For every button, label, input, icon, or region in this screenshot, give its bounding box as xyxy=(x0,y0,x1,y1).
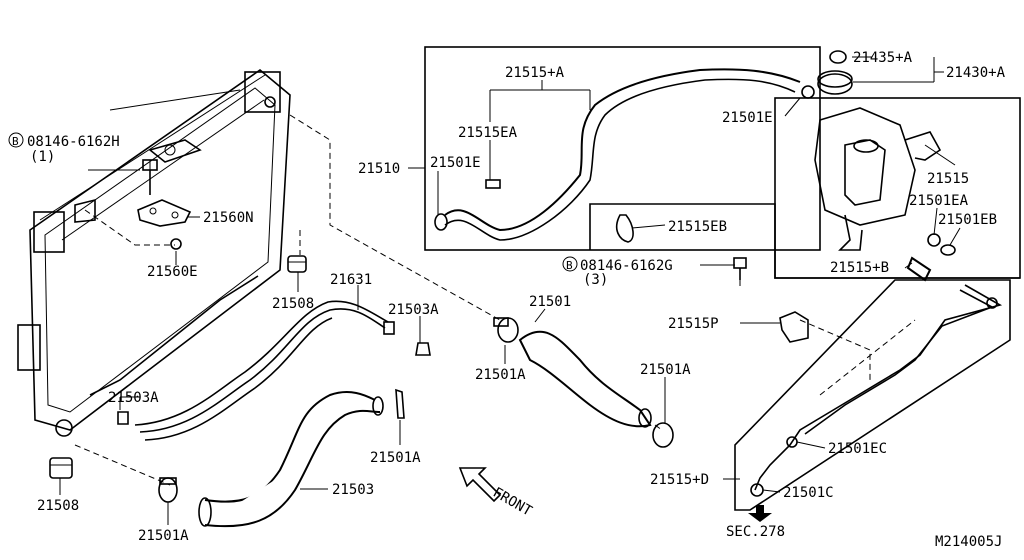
sec-arrow-icon xyxy=(748,505,772,522)
label-21515b: 21515+B xyxy=(830,260,889,276)
label-21501a-right-hose: 21501A xyxy=(640,362,691,378)
label-21501a-bottom: 21501A xyxy=(138,528,189,544)
label-08146-6162h: 08146-6162H xyxy=(27,134,120,150)
hose-21631 xyxy=(134,300,395,441)
hose-21510 xyxy=(434,68,801,241)
label-21501e-right: 21501E xyxy=(722,110,773,126)
label-21515a: 21515+A xyxy=(505,65,565,81)
diagram-id: M214005J xyxy=(935,534,1002,550)
radiator xyxy=(17,68,291,437)
cap-21435a xyxy=(817,50,853,95)
grommet-21560e xyxy=(170,238,182,250)
clamp-21501a-b xyxy=(395,388,405,419)
box-21515eb xyxy=(589,203,1020,279)
label-21560n: 21560N xyxy=(203,210,254,226)
mount-21508-upper xyxy=(287,255,307,273)
label-21501eb: 21501EB xyxy=(938,212,997,228)
label-21501a-mid: 21501A xyxy=(370,450,421,466)
front-arrow-icon xyxy=(458,467,502,503)
leader-lines xyxy=(59,56,961,525)
label-21515d: 21515+D xyxy=(650,472,709,488)
guide-lines xyxy=(74,114,916,486)
box-21515 xyxy=(774,97,1021,279)
clip-21515p xyxy=(779,311,809,343)
label-21560e: 21560E xyxy=(147,264,198,280)
hose-21503 xyxy=(198,391,384,528)
label-21631: 21631 xyxy=(330,272,372,288)
label-21430a: 21430+A xyxy=(946,65,1006,81)
bolt-g-prefix: B xyxy=(566,259,573,272)
hose-21501 xyxy=(518,330,652,428)
bracket-21560n xyxy=(137,199,192,227)
hose-21515b xyxy=(906,256,932,282)
label-21508-upper: 21508 xyxy=(272,296,314,312)
label-21503a-left: 21503A xyxy=(108,390,159,406)
label-21501a-left-hose: 21501A xyxy=(475,367,526,383)
label-21501c: 21501C xyxy=(783,485,834,501)
bolt-h-prefix: B xyxy=(12,135,19,148)
reservoir-tank xyxy=(814,107,942,251)
circle-b-icon xyxy=(8,132,24,148)
label-21501e-left: 21501E xyxy=(430,155,481,171)
label-08146-6162g: 08146-6162G xyxy=(580,258,673,274)
label-21508-lower: 21508 xyxy=(37,498,79,514)
circle-b-icon-2 xyxy=(562,256,578,272)
clamp-21501a-d xyxy=(652,422,674,448)
callout-labels: B 08146-6162H (1) 21560N 21560E 21508 21… xyxy=(8,50,1006,550)
label-21501: 21501 xyxy=(529,294,571,310)
clip-21515eb xyxy=(615,214,634,243)
clamp-21501a-c xyxy=(493,317,519,343)
box-21510 xyxy=(424,46,821,251)
label-21503a-right: 21503A xyxy=(388,302,439,318)
label-21515eb: 21515EB xyxy=(668,219,727,235)
box-21515d xyxy=(734,279,1011,511)
tube-21515d xyxy=(754,284,1003,491)
mount-21508-lower xyxy=(49,457,73,479)
label-21503: 21503 xyxy=(332,482,374,498)
clip-21515ea xyxy=(485,179,501,189)
bolt-08146-6162g xyxy=(733,257,747,280)
label-sec-278: SEC.278 xyxy=(726,524,785,540)
label-21435a: 21435+A xyxy=(853,50,913,66)
label-qty-3: (3) xyxy=(583,272,608,288)
label-21501ec: 21501EC xyxy=(828,441,887,457)
clip-21501eb xyxy=(940,244,956,256)
label-21501ea: 21501EA xyxy=(909,193,969,209)
label-21515p: 21515P xyxy=(668,316,719,332)
label-front: FRONT xyxy=(490,485,535,520)
clip-21503a-right xyxy=(415,342,431,356)
label-21515ea: 21515EA xyxy=(458,125,518,141)
clamp-21501e xyxy=(801,85,815,99)
clip-21501ea xyxy=(927,233,941,247)
label-21515: 21515 xyxy=(927,171,969,187)
label-21510: 21510 xyxy=(358,161,400,177)
label-qty-1: (1) xyxy=(30,149,55,165)
clip-21503a-left xyxy=(117,411,129,425)
